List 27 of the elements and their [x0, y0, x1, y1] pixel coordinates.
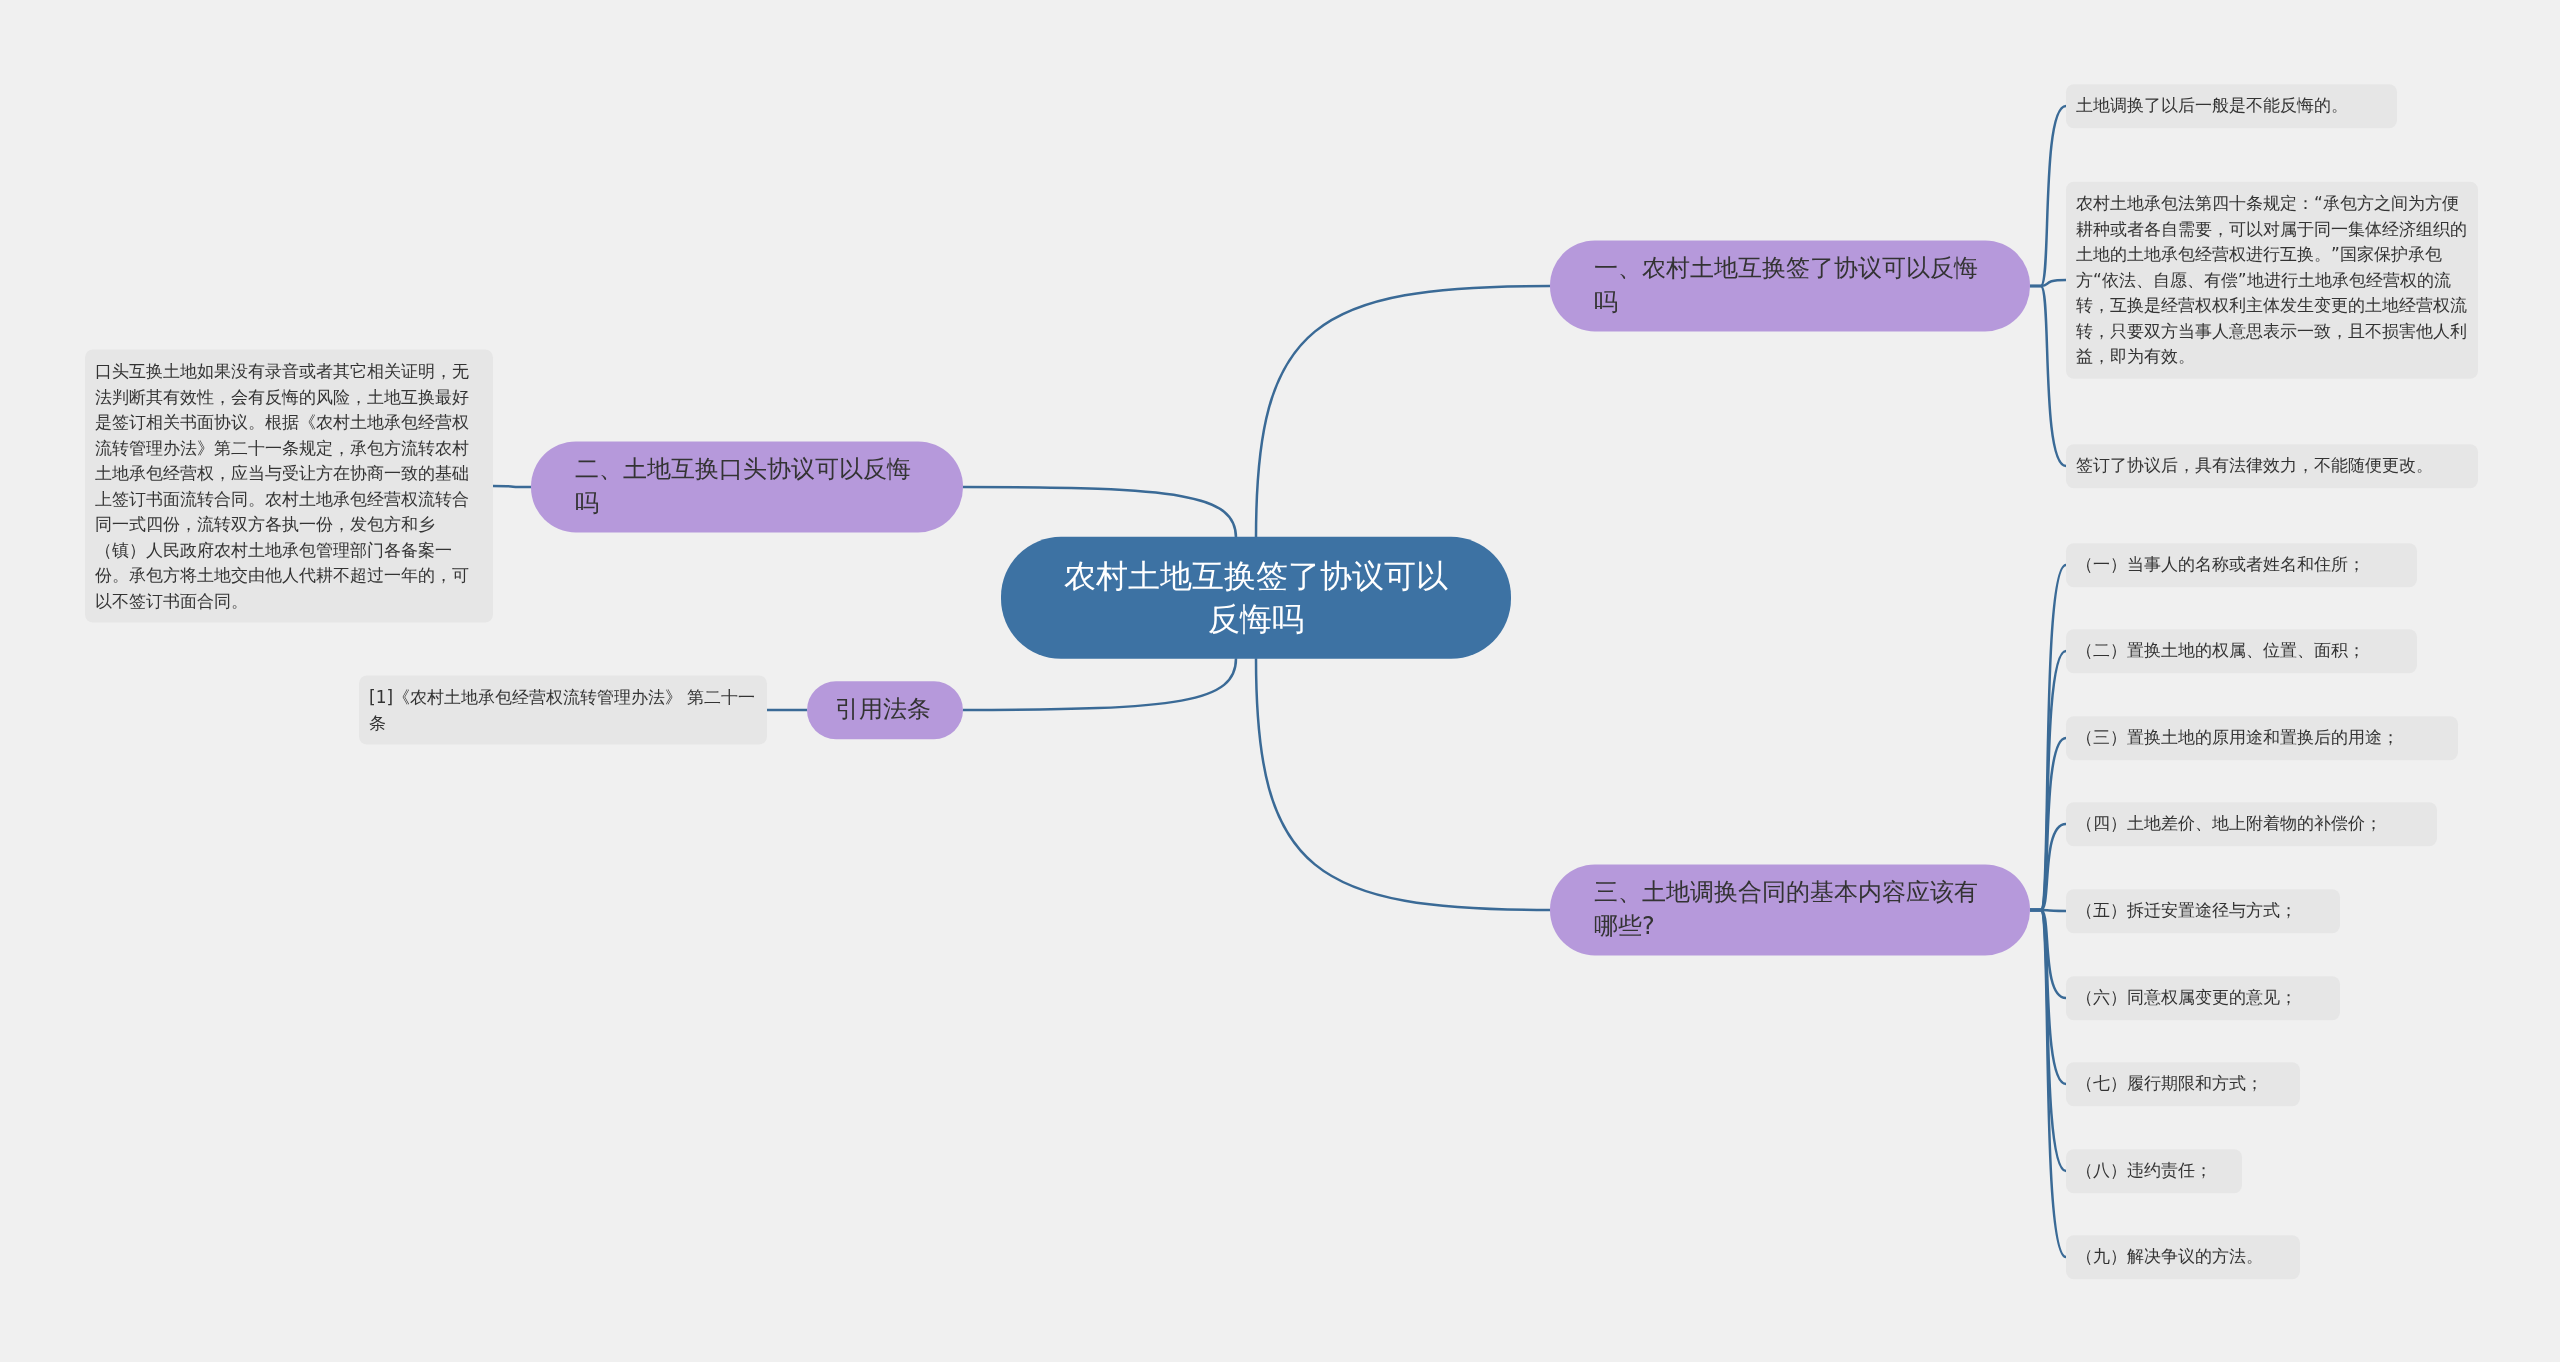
- note-box: （四）土地差价、地上附着物的补偿价；: [2066, 802, 2437, 846]
- connector: [2030, 908, 2067, 1258]
- connector: [1254, 658, 1551, 912]
- central-topic: 农村土地互换签了协议可以反悔吗: [1001, 536, 1511, 660]
- connector: [2030, 284, 2067, 468]
- note-box: （三）置换土地的原用途和置换后的用途；: [2066, 716, 2458, 760]
- note-box: （九）解决争议的方法。: [2066, 1235, 2300, 1279]
- topic-box: 引用法条: [807, 681, 963, 739]
- connector: [767, 708, 807, 712]
- note-box: 农村土地承包法第四十条规定：“承包方之间为方便耕种或者各自需要，可以对属于同一集体经济组织的土地的土地承包经营权进行互换。”国家保护承包方“依法、自愿、有偿”地进行土地承包经营权的流转，互换是经营权权利主体发生变更的土地经营权流转，只要双方当事人意思表示一致，且不损害他人利益，即为有效。: [2066, 181, 2478, 379]
- note-box: （五）拆迁安置途径与方式；: [2066, 889, 2340, 933]
- note-box: （二）置换土地的权属、位置、面积；: [2066, 629, 2417, 673]
- note-box: （一）当事人的名称或者姓名和住所；: [2066, 543, 2417, 587]
- note-box: 口头互换土地如果没有录音或者其它相关证明，无法判断其有效性，会有反悔的风险，土地互换最好是签订相关书面协议。根据《农村土地承包经营权流转管理办法》第二十一条规定，承包方流转农村土地承包经营权，应当与受让方在协商一致的基础上签订书面流转合同。农村土地承包经营权流转合同一式四份，流转双方各执一份，发包方和乡（镇）人民政府农村土地承包管理部门各备案一份。承包方将土地交由他人代耕不超过一年的，可以不签订书面合同。: [85, 349, 493, 623]
- note-box: [1]《农村土地承包经营权流转管理办法》 第二十一条: [359, 675, 767, 745]
- topic-box: 三、土地调换合同的基本内容应该有哪些?: [1550, 864, 2030, 956]
- connector: [963, 658, 1238, 712]
- note-box: （六）同意权属变更的意见；: [2066, 976, 2340, 1020]
- connector: [493, 484, 531, 489]
- note-box: （八）违约责任；: [2066, 1149, 2242, 1193]
- topic-box: 一、农村土地互换签了协议可以反悔吗: [1550, 240, 2030, 332]
- note-box: （七）履行期限和方式；: [2066, 1062, 2300, 1106]
- topic-box: 二、土地互换口头协议可以反悔吗: [531, 441, 963, 533]
- connector: [1254, 284, 1551, 538]
- note-box: 土地调换了以后一般是不能反悔的。: [2066, 84, 2397, 128]
- connector: [963, 485, 1238, 538]
- note-box: 签订了协议后，具有法律效力，不能随便更改。: [2066, 444, 2478, 488]
